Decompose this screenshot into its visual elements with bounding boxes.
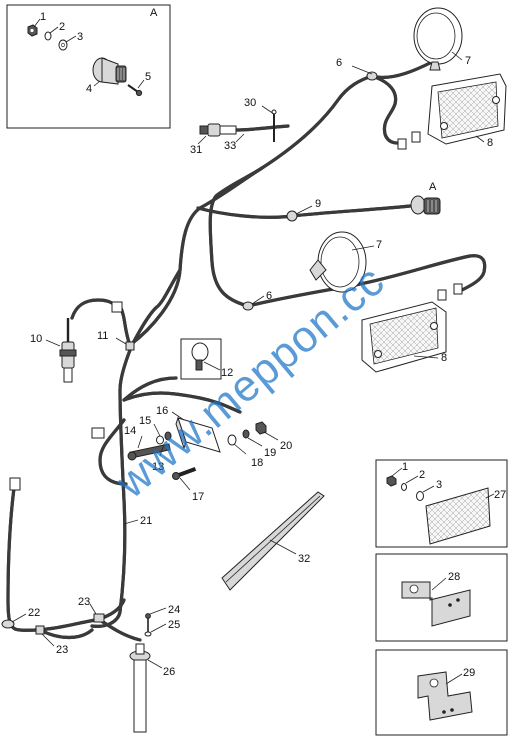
inset-a-lock-washer [44, 31, 52, 41]
work-lamp-mid [309, 231, 367, 293]
inset-bracket-28-frame [375, 553, 508, 642]
connector-tail-top [397, 131, 421, 150]
main-callouts: 6 7 8 30 31 33 9 6 7 8 10 11 12 16 15 14… [11, 51, 493, 678]
inset-reflector: 1 2 3 27 [375, 459, 508, 548]
callout-20: 20 [280, 440, 292, 452]
callout-d29: 29 [463, 667, 475, 679]
bolt-17 [172, 467, 197, 480]
callout-b3: 3 [436, 479, 442, 491]
callout-16: 16 [156, 405, 168, 417]
callout-13: 13 [152, 461, 164, 473]
callout-32: 32 [298, 553, 310, 565]
bracket-assembly [91, 416, 267, 480]
callout-23-lower: 23 [56, 644, 68, 656]
switch-lead [199, 109, 277, 142]
callout-30: 30 [244, 97, 256, 109]
callout-15: 15 [139, 415, 151, 427]
callout-19: 19 [264, 447, 276, 459]
inset-bracket-29: 29 [375, 649, 508, 736]
callout-a4: 4 [86, 83, 92, 95]
callout-17: 17 [192, 491, 204, 503]
callout-a1: 1 [40, 11, 46, 23]
inset-a-label: A [150, 7, 158, 19]
sensor-switch [59, 318, 77, 383]
callout-6-top: 6 [336, 57, 342, 69]
inset-a: A 1 2 3 4 5 [6, 4, 171, 129]
callout-a3: 3 [77, 31, 83, 43]
callout-26: 26 [163, 666, 175, 678]
callout-18: 18 [251, 457, 263, 469]
callout-b1: 1 [402, 461, 408, 473]
callout-14: 14 [124, 425, 136, 437]
connector-tail-mid [437, 283, 463, 301]
inset-bracket-28: 28 [375, 553, 508, 642]
connector-a-label: A [429, 181, 437, 193]
callout-33: 33 [224, 140, 236, 152]
ring-terminal-frame [180, 338, 222, 380]
clamp-23-right [93, 613, 105, 623]
callout-24: 24 [168, 604, 180, 616]
callout-21: 21 [140, 515, 152, 527]
callout-8-top: 8 [487, 137, 493, 149]
inset-a-screw [127, 84, 143, 97]
inset-a-lamp-body [92, 57, 127, 85]
work-lamp-top [413, 7, 463, 71]
callout-8-mid: 8 [441, 352, 447, 364]
connector-left [9, 477, 21, 491]
callout-9: 9 [315, 198, 321, 210]
inset-bracket-29-frame [375, 649, 508, 736]
sender-26 [129, 643, 151, 733]
callout-7-top: 7 [465, 55, 471, 67]
callout-10: 10 [30, 333, 42, 345]
connector-11 [111, 301, 135, 351]
callout-c28: 28 [448, 571, 460, 583]
side-marker-connector [410, 195, 441, 215]
callout-11: 11 [97, 330, 108, 342]
seal-strip [221, 491, 325, 591]
grommet-lower [242, 301, 254, 311]
callout-23-upper: 23 [78, 596, 90, 608]
tail-lamp-top [427, 73, 507, 145]
callout-22: 22 [28, 607, 40, 619]
callout-a2: 2 [59, 21, 65, 33]
grommet-top [366, 71, 378, 81]
grommet-22 [1, 619, 15, 629]
callout-b27: 27 [494, 489, 506, 501]
screw-24 [144, 613, 152, 637]
callout-31: 31 [190, 144, 202, 156]
tail-lamp-mid [361, 301, 447, 373]
callout-25: 25 [168, 619, 180, 631]
callout-6-mid: 6 [266, 290, 272, 302]
ring-terminal [180, 338, 222, 380]
callout-b2: 2 [419, 469, 425, 481]
inset-a-nut [27, 24, 38, 37]
callout-12: 12 [221, 367, 233, 379]
inset-reflector-frame [375, 459, 508, 548]
callout-7-mid: 7 [376, 239, 382, 251]
callout-a5: 5 [145, 71, 151, 83]
clamp-23-left [35, 625, 45, 635]
grommet-mid [286, 210, 298, 222]
inset-a-frame [6, 4, 171, 129]
